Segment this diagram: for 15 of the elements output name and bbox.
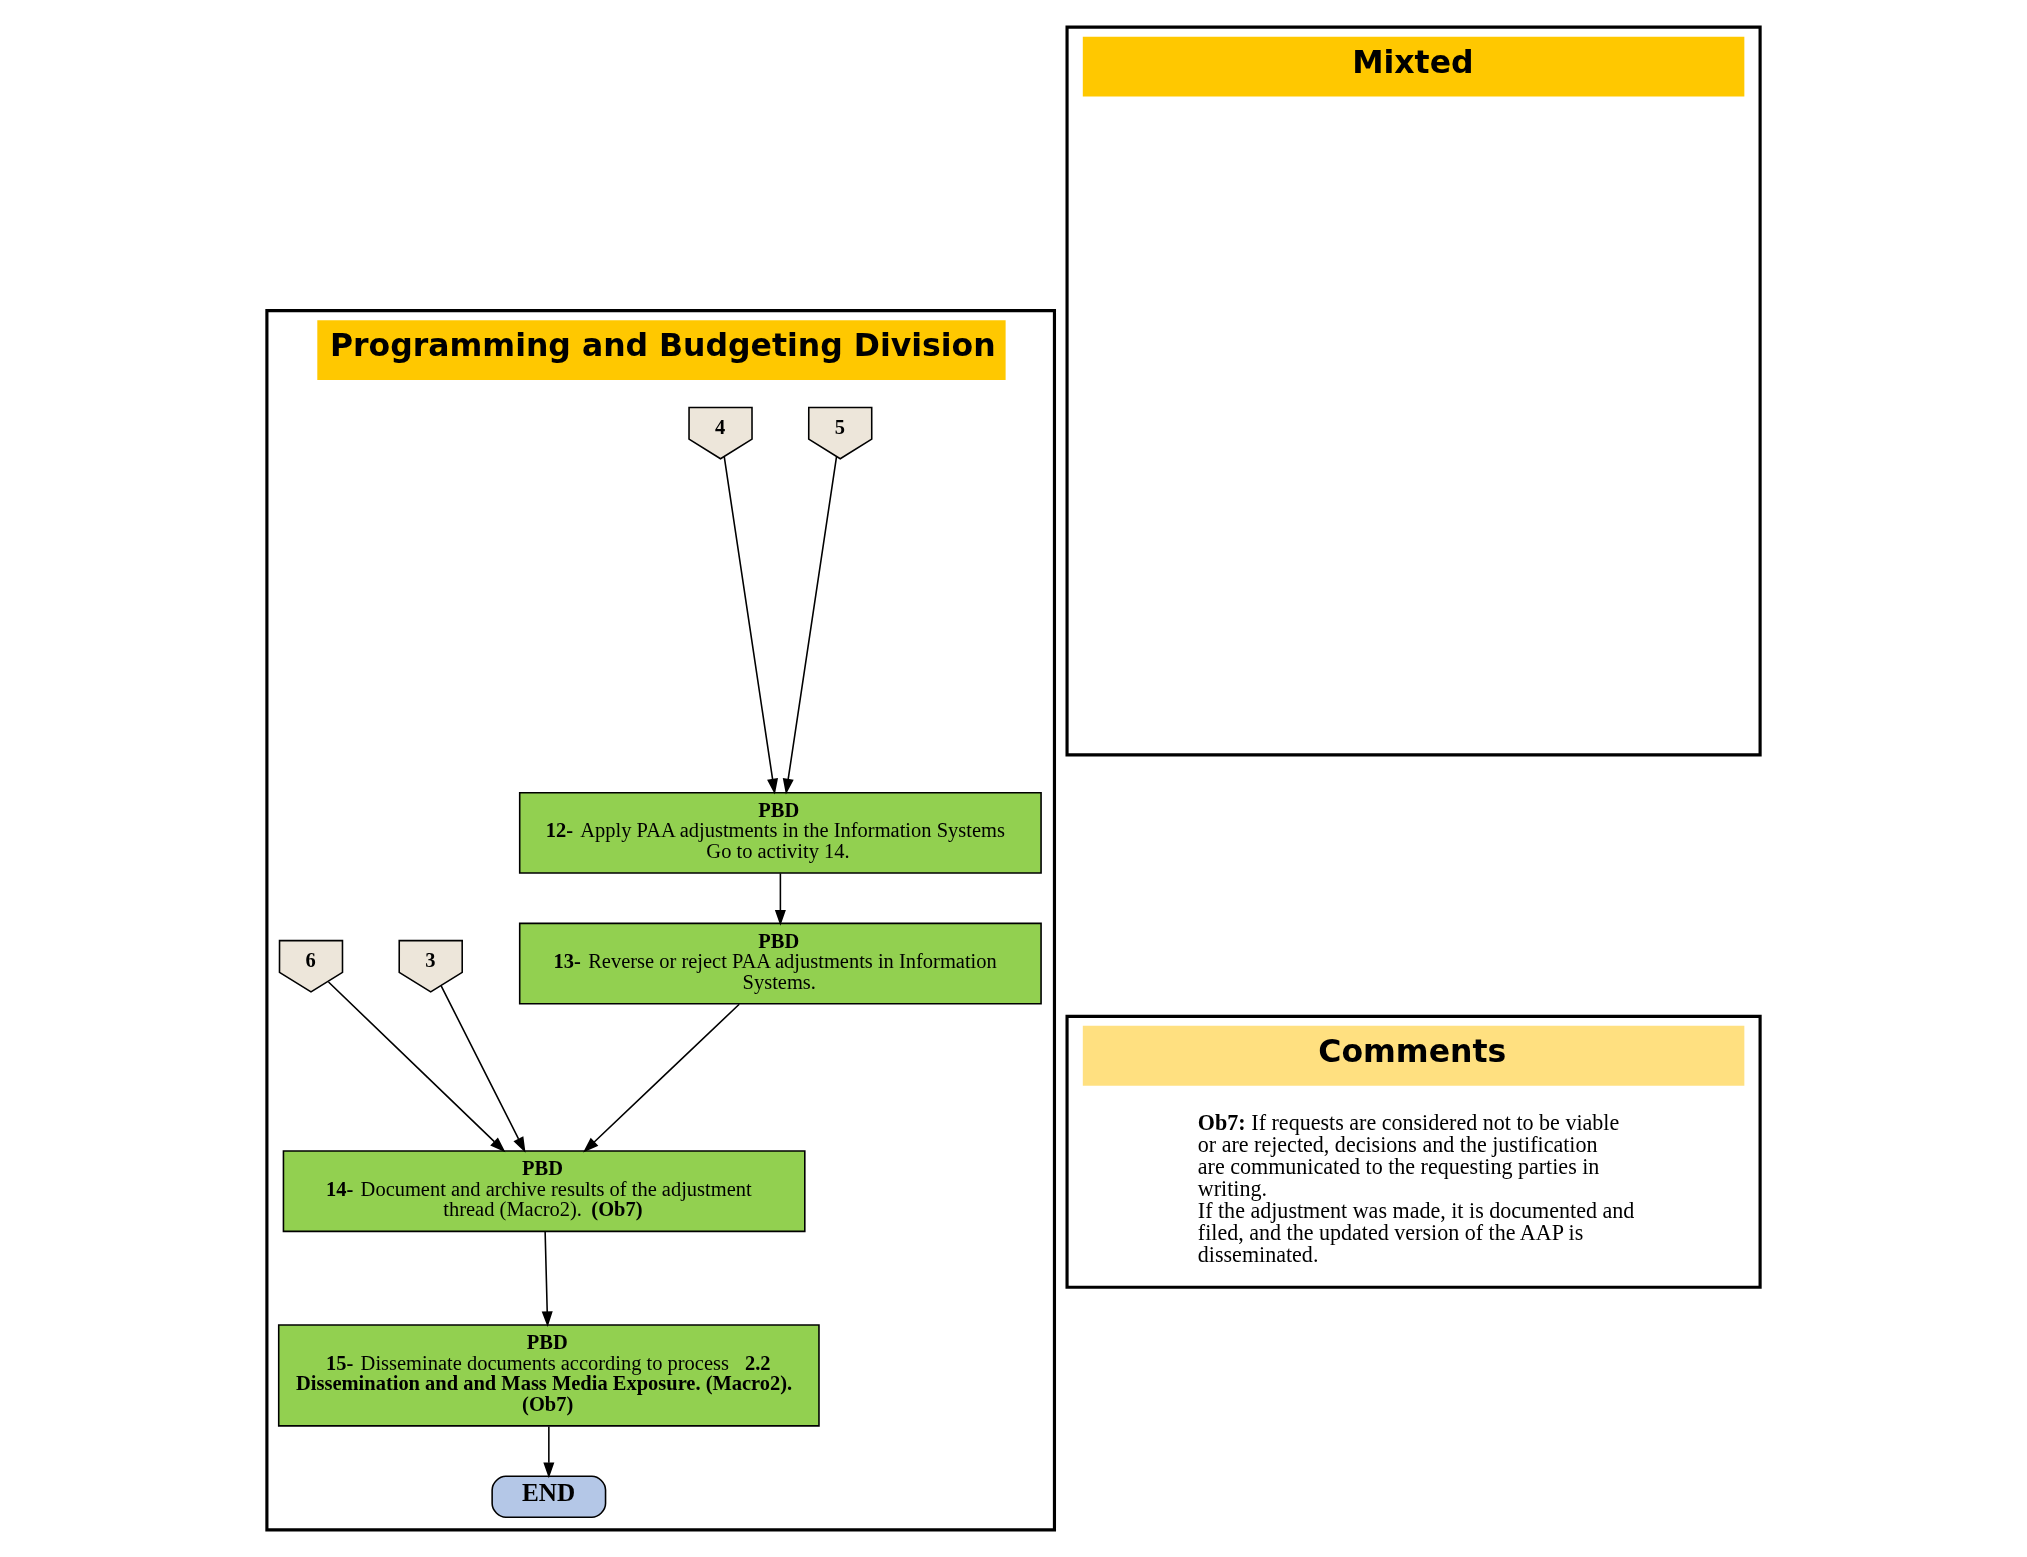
arrow — [774, 872, 786, 926]
node-box: PBD 12- Apply PAA adjustments in the Information Systems Go to activity 14. — [518, 791, 1042, 874]
arrow — [327, 981, 506, 1153]
arrow — [541, 1230, 553, 1328]
node-box: PBD 14- Document and archive results of the adjustment thread (Macro2). (Ob7) — [282, 1150, 806, 1233]
arrow — [723, 456, 778, 795]
arrow — [440, 985, 526, 1153]
node-box: PBD 13- Reverse or reject PAA adjustments in Information Systems. — [518, 922, 1042, 1005]
node-box: Mixted — [1065, 25, 1762, 757]
node-box: Comments Ob7: If requests are considered not to be viable or are rejected, decisions and the justification are communicated to the requesting parties in writing. If the adjustment was made, it is documented and filed, and the updated version of the AAP is disseminated. — [1065, 1014, 1762, 1289]
node-box: END — [491, 1475, 607, 1518]
arrow — [782, 456, 838, 795]
arrow — [543, 1425, 555, 1479]
node-box: PBD 15- Disseminate documents according to process 2.2 Dissemination and and Mass Media Exposure. (Macro2). (Ob7) — [277, 1324, 820, 1427]
arrow — [583, 1003, 740, 1153]
